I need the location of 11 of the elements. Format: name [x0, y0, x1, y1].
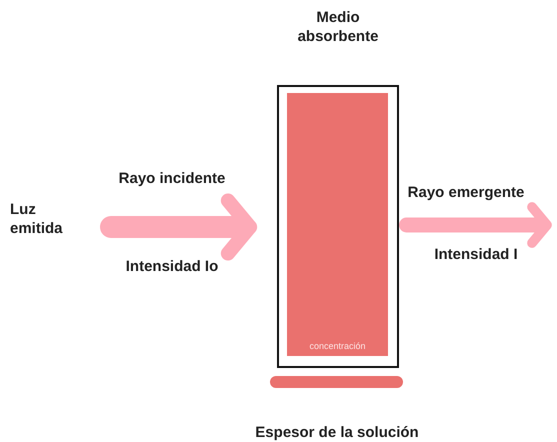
intensity-label: Intensidad I	[434, 245, 518, 265]
thickness-label: Espesor de la solución	[255, 423, 419, 442]
solution-block	[287, 93, 388, 356]
light-source-label: Luz emitida	[10, 200, 64, 238]
medium-heading: Medio absorbente	[296, 8, 380, 46]
concentration-label: concentración	[309, 340, 366, 352]
thick-arrow	[399, 202, 552, 248]
edge-label: Rayo emergente	[408, 183, 524, 203]
intensity-label: Intensidad Io	[126, 257, 218, 277]
edge-label: Rayo incidente	[118, 169, 226, 189]
thick-arrow	[100, 193, 258, 261]
